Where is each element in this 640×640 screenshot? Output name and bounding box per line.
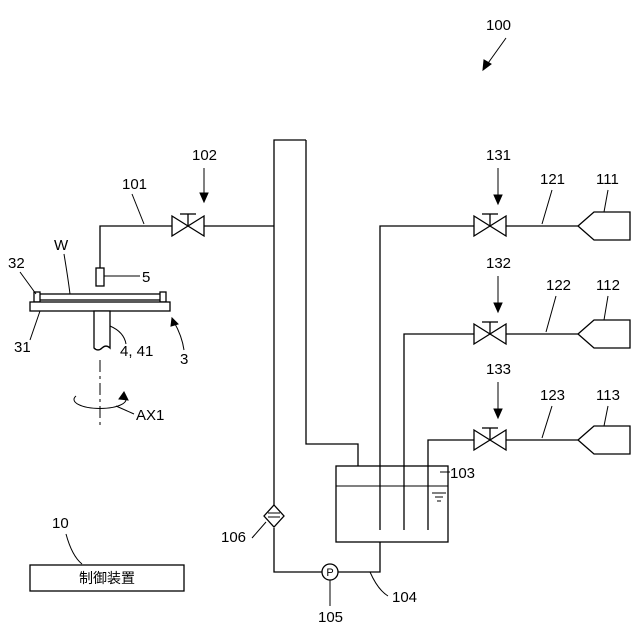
- valve-102: [172, 214, 204, 236]
- valve-131-arrow: [494, 168, 502, 204]
- label-valve-132: 132: [486, 255, 511, 272]
- wafer-W: [38, 294, 164, 300]
- tank-103: [336, 466, 448, 542]
- label-controller-10: 10: [52, 515, 69, 532]
- label-pipe-104: 104: [392, 589, 417, 606]
- substrate-holder-3: [30, 292, 170, 350]
- label-pipe-101: 101: [122, 176, 147, 193]
- label-tank-103: 103: [450, 465, 475, 482]
- valve-133: [474, 428, 506, 450]
- filter-106-leader: [252, 522, 266, 538]
- label-pin-32: 32: [8, 255, 25, 272]
- rotation-shaft-4: [94, 311, 110, 350]
- label-valve-102: 102: [192, 147, 217, 164]
- label-source-111: 111: [596, 171, 619, 188]
- label-system-100: 100: [486, 17, 511, 34]
- pipe-121-leader: [542, 190, 552, 224]
- label-pipe-123: 123: [540, 387, 565, 404]
- controller-10-leader: [66, 534, 82, 564]
- valve-132: [474, 322, 506, 344]
- pump-105: P: [322, 564, 338, 580]
- chuck-31-leader: [30, 311, 40, 340]
- pump-symbol: P: [326, 567, 333, 579]
- label-filter-106: 106: [221, 529, 246, 546]
- pipe-101: [100, 226, 274, 268]
- label-chuck-31: 31: [14, 339, 31, 356]
- pin-32-leader: [20, 272, 36, 294]
- source-111-leader: [604, 190, 608, 212]
- label-nozzle-5: 5: [142, 269, 150, 286]
- label-valve-133: 133: [486, 361, 511, 378]
- spin-chuck-31: [30, 302, 170, 311]
- source-112: [578, 320, 630, 348]
- source-112-leader: [604, 296, 608, 320]
- rotation-direction-arrow: [74, 392, 128, 408]
- label-substrate-W: W: [54, 237, 69, 254]
- holder-3-leader: [174, 322, 184, 350]
- chuck-pin-32-left: [34, 292, 40, 302]
- label-source-112: 112: [596, 277, 620, 294]
- pipe-122-leader: [546, 296, 556, 332]
- substrate-W-leader: [64, 254, 70, 294]
- controller-label: 制御装置: [79, 571, 135, 587]
- valve-102-arrow: [200, 168, 208, 202]
- source-111: [578, 212, 630, 240]
- label-shaft-4-41: 4, 41: [120, 343, 153, 360]
- valve-133-arrow: [494, 382, 502, 418]
- source-113: [578, 426, 630, 454]
- pipe-104-leader: [370, 572, 388, 596]
- label-axis-AX1: AX1: [136, 407, 164, 424]
- label-holder-3: 3: [180, 351, 188, 368]
- label-pump-105: 105: [318, 609, 343, 626]
- valve-131: [474, 214, 506, 236]
- label-source-113: 113: [596, 387, 620, 404]
- supply-line-3: [428, 440, 578, 530]
- holder-3-arrowhead: [171, 318, 178, 326]
- nozzle-5: [96, 268, 104, 286]
- pipe-101-leader: [132, 194, 144, 224]
- label-valve-131: 131: [486, 147, 511, 164]
- label-pipe-122: 122: [546, 277, 571, 294]
- label-pipe-121: 121: [540, 171, 565, 188]
- system-reference-arrow: [483, 38, 506, 70]
- pipe-123-leader: [542, 406, 552, 438]
- source-113-leader: [604, 406, 608, 426]
- shaft-leader: [110, 326, 126, 344]
- valve-132-arrow: [494, 276, 502, 312]
- axis-AX1-leader: [116, 406, 134, 414]
- chuck-pin-32-right: [160, 292, 166, 302]
- filter-106: [264, 505, 284, 527]
